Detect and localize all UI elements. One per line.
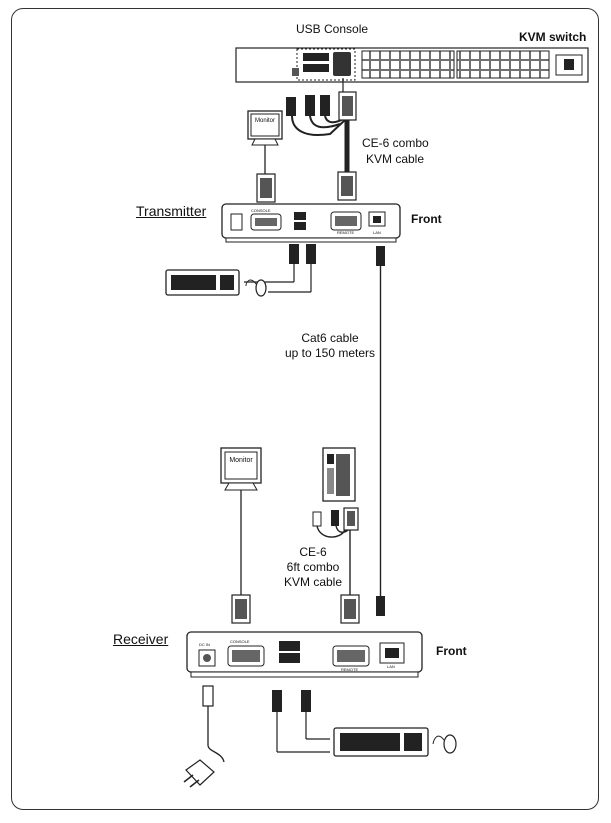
mouse-bottom bbox=[432, 734, 457, 754]
keyboard-bottom bbox=[333, 727, 429, 757]
transmitter-unit bbox=[221, 203, 401, 243]
usb-cables-receiver bbox=[276, 712, 330, 753]
cable-bottom-line3: KVM cable bbox=[283, 575, 343, 589]
usb-plugs-top bbox=[286, 91, 357, 121]
monitor-top-label: Monitor bbox=[254, 118, 275, 124]
cable-top-line1: CE-6 combo bbox=[362, 136, 429, 150]
keyboard-top bbox=[165, 269, 240, 296]
front-rx-label: Front bbox=[436, 644, 467, 658]
tx-console-port-label: CONSOLE bbox=[251, 208, 271, 213]
cat6-line2: up to 150 meters bbox=[284, 346, 376, 360]
vga-plug-cable-top bbox=[337, 171, 357, 201]
vga-plug-monitor-bottom bbox=[231, 594, 251, 624]
cable-top-line2: KVM cable bbox=[366, 152, 425, 166]
tx-remote-port-label: REMOTE bbox=[337, 230, 355, 235]
transmitter-label: Transmitter bbox=[136, 203, 207, 219]
monitor-bottom bbox=[220, 447, 262, 596]
monitor-bottom-label: Monitor bbox=[229, 457, 253, 464]
power-adapter bbox=[183, 685, 225, 788]
rx-remote-port-label: REMOTE bbox=[341, 667, 359, 672]
rx-lan-port-label: LAN bbox=[387, 664, 395, 669]
vga-plug-monitor-top bbox=[256, 173, 276, 203]
rx-console-port-label: CONSOLE bbox=[230, 639, 250, 644]
cable-bottom-line2: 6ft combo bbox=[286, 560, 340, 574]
cat6-cable bbox=[376, 246, 385, 616]
usb-console-label: USB Console bbox=[296, 22, 369, 36]
front-tx-label: Front bbox=[411, 212, 442, 226]
cat6-line1: Cat6 cable bbox=[301, 331, 359, 345]
usb-cables-transmitter bbox=[244, 264, 312, 293]
kvm-switch bbox=[235, 47, 589, 83]
tx-lan-port-label: LAN bbox=[373, 230, 381, 235]
kvm-switch-label: KVM switch bbox=[519, 30, 587, 44]
usb-plugs-transmitter bbox=[289, 244, 316, 264]
connector-plugs-bottom bbox=[312, 507, 359, 531]
rx-dc-in-label: DC IN bbox=[199, 642, 210, 647]
mouse-top bbox=[245, 279, 267, 297]
cable-bottom-line1: CE-6 bbox=[299, 545, 327, 559]
usb-plugs-receiver bbox=[272, 690, 311, 712]
ce6-combo-cable-top bbox=[291, 78, 350, 172]
outer-frame bbox=[11, 8, 599, 810]
receiver-label: Receiver bbox=[113, 631, 169, 647]
receiver-unit bbox=[186, 631, 423, 678]
computer-tower bbox=[322, 447, 356, 502]
monitor-top bbox=[247, 110, 283, 174]
vga-plug-cable-bottom bbox=[340, 594, 360, 624]
